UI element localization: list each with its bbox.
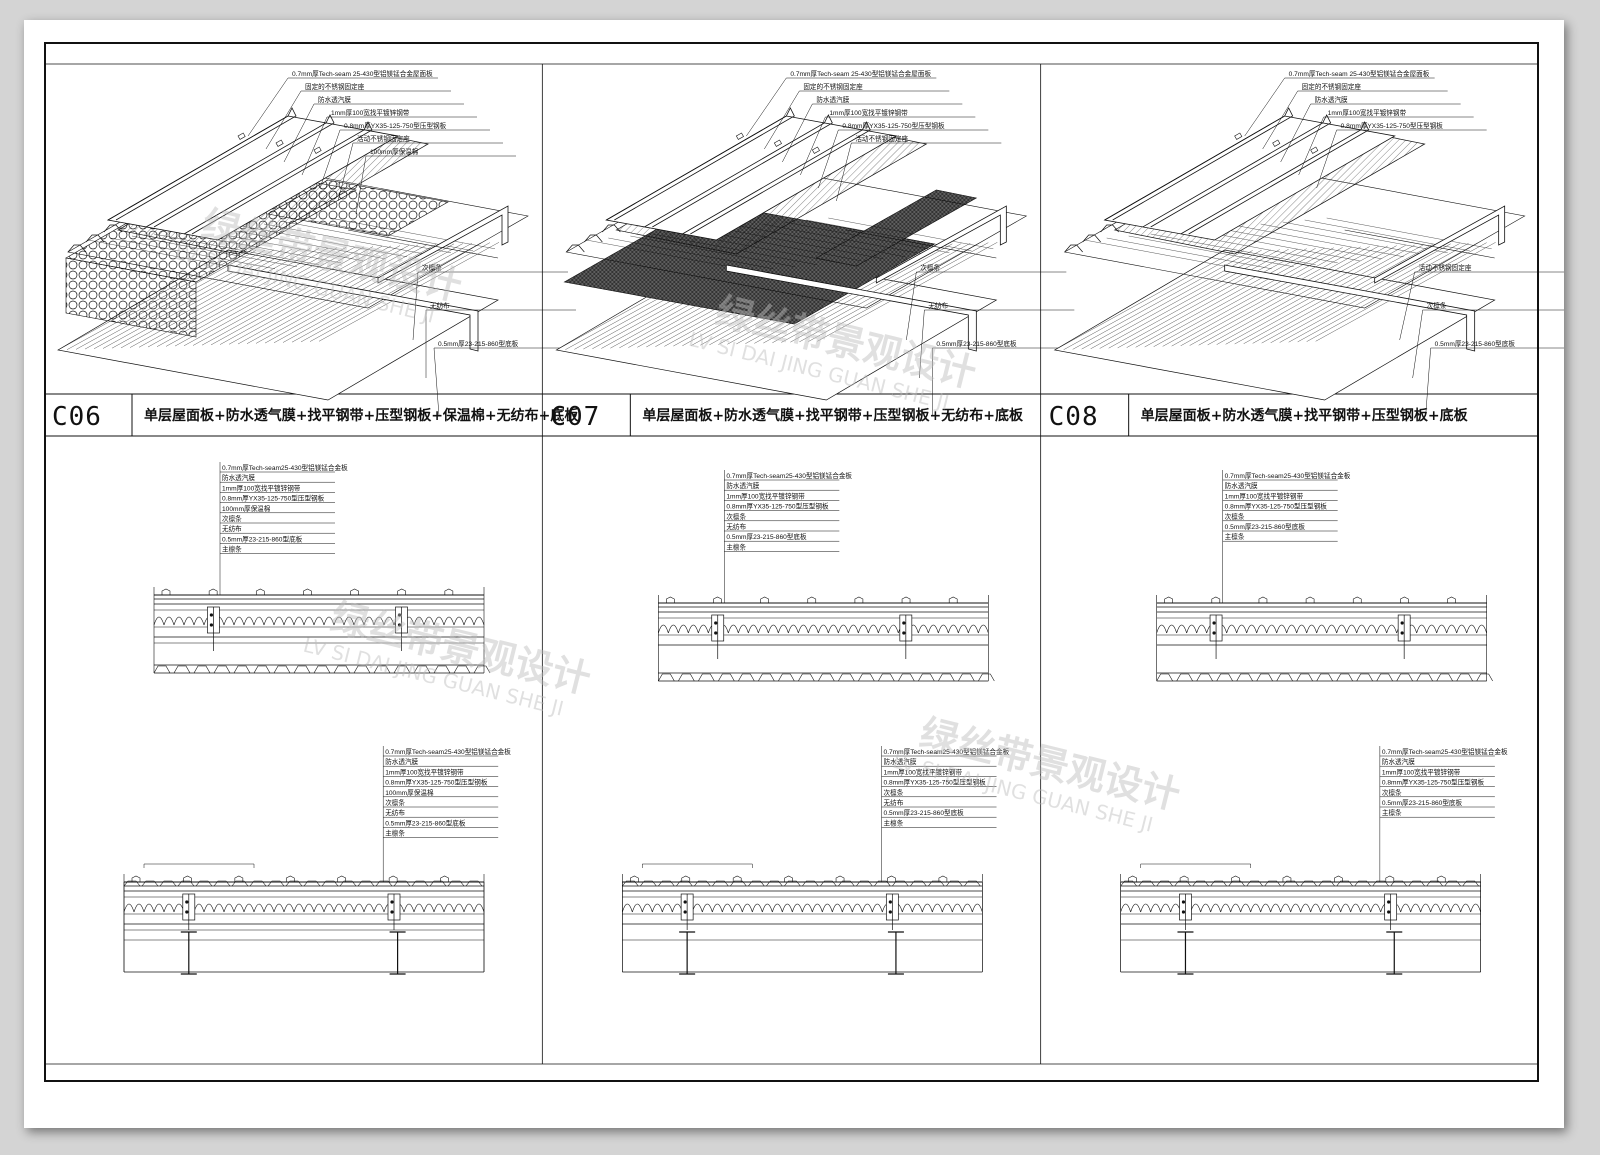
iso-label: 次檩条 [1427,301,1447,310]
section-label: 0.8mm厚YX35-125-750型压型钢板 [1382,778,1485,787]
section-label: 防水透汽膜 [1225,481,1258,490]
panel-caption-1: C06 单层屋面板+防水透气膜+找平钢带+压型钢板+保温棉+无纺布+底板 [52,394,579,436]
section-label: 1mm厚100宽找平镀锌钢带 [884,767,963,776]
isometric-detail-2: 0.7mm厚Tech-seam 25-430型铝镁锰合金屋面板固定的不锈钢固定座… [555,69,1083,416]
iso-label: 固定的不锈钢固定座 [1302,82,1362,91]
section-label: 无纺布 [884,798,904,807]
section-label: 100mm厚保温棉 [385,788,434,797]
section-label: 0.5mm厚23-215-860型底板 [385,818,466,827]
section-label: 1mm厚100宽找平镀锌钢带 [385,767,464,776]
iso-label: 固定的不锈钢固定座 [305,82,365,91]
iso-label: 0.8mm厚YX35-125-750型压型钢板 [344,121,447,130]
iso-label: 无纺布 [430,301,450,310]
iso-label: 0.8mm厚YX35-125-750型压型钢板 [842,121,945,130]
section-label: 主檩条 [726,542,746,551]
panel-title: 单层屋面板+防水透气膜+找平钢带+压型钢板+无纺布+底板 [642,407,1024,424]
section-label: 防水透汽膜 [1382,757,1415,766]
drawing-canvas: 0.7mm厚Tech-seam 25-430型铝镁锰合金屋面板固定的不锈钢固定座… [44,63,1564,1065]
iso-label: 活动不锈钢固定座 [855,134,908,143]
section-label: 主檩条 [884,818,904,827]
section-label: 0.8mm厚YX35-125-750型压型钢板 [884,778,987,787]
panel-caption-3: C08 单层屋面板+防水透气膜+找平钢带+压型钢板+底板 [1049,394,1469,436]
panel-code: C08 [1049,402,1099,432]
section-label: 1mm厚100宽找平镀锌钢带 [222,483,301,492]
section-label: 0.7mm厚Tech-seam25-430型铝镁锰合金板 [385,747,511,756]
section-2-1: 0.7mm厚Tech-seam25-430型铝镁锰合金板防水透汽膜1mm厚100… [123,746,511,975]
section-label: 无纺布 [726,522,746,531]
section-label: 防水透汽膜 [726,481,759,490]
iso-label: 1mm厚100宽找平镀锌钢带 [331,108,410,117]
section-label: 主檩条 [1225,532,1245,541]
section-label: 1mm厚100宽找平镀锌钢带 [1225,491,1304,500]
section-1-1: 0.7mm厚Tech-seam25-430型铝镁锰合金板防水透汽膜1mm厚100… [153,462,491,674]
section-2-2: 0.7mm厚Tech-seam25-430型铝镁锰合金板防水透汽膜1mm厚100… [622,746,1010,975]
section-1-3: 0.7mm厚Tech-seam25-430型铝镁锰合金板防水透汽膜1mm厚100… [1156,470,1493,682]
iso-label: 活动不锈钢固定座 [357,134,410,143]
section-label: 0.5mm厚23-215-860型底板 [726,532,807,541]
section-label: 0.8mm厚YX35-125-750型压型钢板 [726,502,829,511]
section-1-2: 0.7mm厚Tech-seam25-430型铝镁锰合金板防水透汽膜1mm厚100… [658,470,995,682]
panel-title: 单层屋面板+防水透气膜+找平钢带+压型钢板+保温棉+无纺布+底板 [144,407,579,424]
section-label: 0.7mm厚Tech-seam25-430型铝镁锰合金板 [884,747,1010,756]
iso-label: 防水透汽膜 [1315,95,1348,104]
section-label: 次檩条 [385,798,405,807]
section-label: 次檩条 [884,788,904,797]
iso-label: 防水透汽膜 [318,95,351,104]
iso-label: 1mm厚100宽找平镀锌钢带 [1328,108,1407,117]
section-label: 次檩条 [726,512,746,521]
panel-caption-2: C07 单层屋面板+防水透气膜+找平钢带+压型钢板+无纺布+底板 [550,394,1024,436]
section-label: 0.5mm厚23-215-860型底板 [884,808,965,817]
section-label: 0.8mm厚YX35-125-750型压型钢板 [1225,502,1328,511]
iso-label: 防水透汽膜 [816,95,849,104]
iso-label: 次檩条 [422,263,442,272]
iso-label: 100mm厚保温棉 [370,147,419,156]
section-label: 防水透汽膜 [222,473,255,482]
section-label: 0.5mm厚23-215-860型底板 [1382,798,1463,807]
panel-code: C06 [52,402,102,432]
section-label: 主檩条 [385,829,405,838]
section-label: 无纺布 [385,808,405,817]
iso-label: 0.8mm厚YX35-125-750型压型钢板 [1341,121,1444,130]
section-label: 无纺布 [222,524,242,533]
drawing-frame [44,42,1539,1082]
section-label: 0.8mm厚YX35-125-750型压型钢板 [222,494,325,503]
iso-label: 无纺布 [928,301,948,310]
section-label: 防水透汽膜 [884,757,917,766]
section-label: 次檩条 [1225,512,1245,521]
isometric-detail-1: 0.7mm厚Tech-seam 25-430型铝镁锰合金屋面板固定的不锈钢固定座… [57,69,584,417]
iso-label: 0.5mm厚23-215-860型底板 [936,339,1017,348]
iso-label: 次檩条 [920,263,940,272]
section-label: 1mm厚100宽找平镀锌钢带 [726,491,805,500]
iso-label: 0.5mm厚23-215-860型底板 [1435,339,1516,348]
section-label: 0.7mm厚Tech-seam25-430型铝镁锰合金板 [726,471,852,480]
panel-grid [44,63,1539,1065]
section-label: 0.7mm厚Tech-seam25-430型铝镁锰合金板 [1225,471,1351,480]
iso-label: 0.7mm厚Tech-seam 25-430型铝镁锰合金屋面板 [1289,69,1430,78]
section-label: 1mm厚100宽找平镀锌钢带 [1382,767,1461,776]
iso-label: 活动不锈钢固定座 [1419,263,1472,272]
section-label: 0.7mm厚Tech-seam25-430型铝镁锰合金板 [1382,747,1508,756]
section-label: 0.8mm厚YX35-125-750型压型钢板 [385,778,488,787]
section-label: 0.5mm厚23-215-860型底板 [222,534,303,543]
section-label: 次檩条 [222,514,242,523]
iso-label: 0.5mm厚23-215-860型底板 [438,339,519,348]
panel-title: 单层屋面板+防水透气膜+找平钢带+压型钢板+底板 [1141,407,1469,424]
drawing-sheet: 0.7mm厚Tech-seam 25-430型铝镁锰合金屋面板固定的不锈钢固定座… [24,20,1564,1128]
section-label: 主檩条 [222,545,242,554]
iso-label: 固定的不锈钢固定座 [803,82,863,91]
section-label: 主檩条 [1382,808,1402,817]
iso-label: 0.7mm厚Tech-seam 25-430型铝镁锰合金屋面板 [790,69,931,78]
isometric-detail-3: 0.7mm厚Tech-seam 25-430型铝镁锰合金屋面板固定的不锈钢固定座… [1053,69,1564,417]
iso-label: 0.7mm厚Tech-seam 25-430型铝镁锰合金屋面板 [292,69,433,78]
section-label: 0.7mm厚Tech-seam25-430型铝镁锰合金板 [222,463,348,472]
section-label: 次檩条 [1382,788,1402,797]
section-label: 100mm厚保温棉 [222,504,271,513]
panel-code: C07 [550,402,600,432]
section-2-3: 0.7mm厚Tech-seam25-430型铝镁锰合金板防水透汽膜1mm厚100… [1120,746,1508,975]
section-label: 0.5mm厚23-215-860型底板 [1225,522,1306,531]
iso-label: 1mm厚100宽找平镀锌钢带 [829,108,908,117]
section-label: 防水透汽膜 [385,757,418,766]
